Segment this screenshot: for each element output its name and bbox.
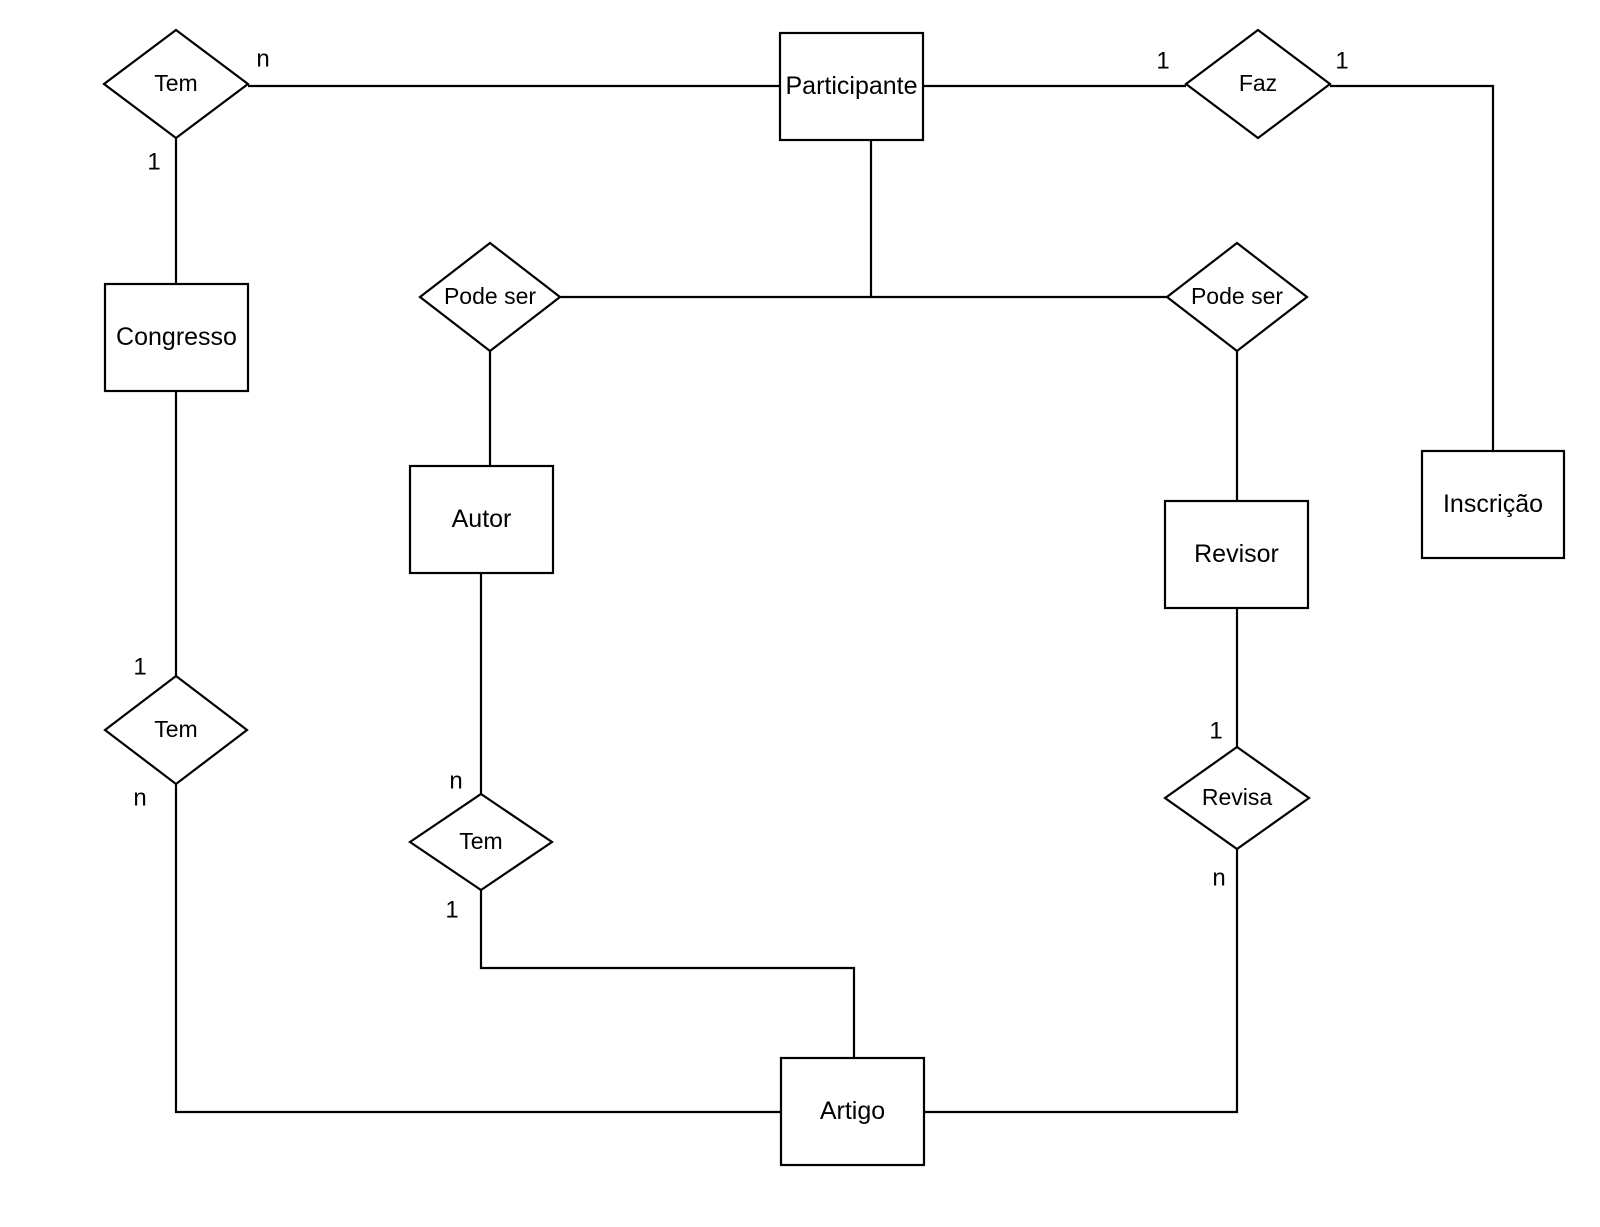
relationship-tem-congresso-participante-label: Tem <box>154 70 197 96</box>
relationship-pode-ser-autor-label: Pode ser <box>444 283 536 309</box>
entity-inscricao[interactable] <box>1420 449 1566 560</box>
relationship-revisa-diamond[interactable] <box>1163 745 1311 851</box>
cardinality-faz-left-1: 1 <box>1156 47 1169 74</box>
entity-inscricao-label: Inscrição <box>1443 490 1543 518</box>
entity-revisor-label: Revisor <box>1194 540 1279 568</box>
cardinality-faz-right-1: 1 <box>1335 47 1348 74</box>
entity-congresso-label: Congresso <box>116 323 237 351</box>
connector-tem-artigo-left <box>174 784 781 1114</box>
relationship-tem-autor-artigo-label: Tem <box>459 828 502 854</box>
entity-layer: Congresso Participante Inscrição Autor R… <box>103 31 1566 1167</box>
relationship-pode-ser-revisor-diamond[interactable] <box>1165 241 1309 353</box>
connector-layer <box>174 84 1495 1114</box>
relationship-tem-congresso-participante-diamond[interactable] <box>102 28 250 140</box>
relationship-tem-autor-artigo-diamond[interactable] <box>408 792 554 892</box>
relationship-tem-congresso-artigo-diamond[interactable] <box>103 674 249 786</box>
cardinality-tem-autor-n: n <box>449 767 462 794</box>
entity-inscricao-box[interactable] <box>1420 449 1566 560</box>
entity-participante-label: Participante <box>785 72 917 100</box>
cardinality-tem-top-n: n <box>256 45 269 72</box>
cardinality-tem-bottom-n: n <box>133 784 146 811</box>
relationship-revisa-label: Revisa <box>1202 784 1273 810</box>
cardinality-revisa-n: n <box>1212 864 1225 891</box>
cardinality-tem-bottom-1: 1 <box>133 653 146 680</box>
entity-artigo[interactable] <box>779 1056 926 1167</box>
entity-artigo-box[interactable] <box>779 1056 926 1167</box>
entity-congresso[interactable] <box>103 282 250 393</box>
entity-autor[interactable] <box>408 464 555 575</box>
cardinality-revisa-1: 1 <box>1209 717 1222 744</box>
relationship-pode-ser-autor-diamond[interactable] <box>418 241 562 353</box>
relationship-faz-label: Faz <box>1239 70 1277 96</box>
entity-revisor[interactable] <box>1163 499 1310 610</box>
entity-autor-box[interactable] <box>408 464 555 575</box>
relationship-tem-congresso-artigo-label: Tem <box>154 716 197 742</box>
relationship-faz-diamond[interactable] <box>1184 28 1332 140</box>
relationship-layer: Tem Faz Pode ser Pode ser Tem Tem Revisa <box>102 28 1332 892</box>
cardinality-tem-autor-1: 1 <box>445 896 458 923</box>
entity-artigo-label: Artigo <box>820 1097 885 1125</box>
cardinality-tem-top-1: 1 <box>147 148 160 175</box>
entity-participante-box[interactable] <box>778 31 925 142</box>
connector-faz-inscricao <box>1330 84 1495 451</box>
entity-participante[interactable] <box>778 31 925 142</box>
entity-congresso-box[interactable] <box>103 282 250 393</box>
connector-tem-artigo-middle <box>479 890 856 1058</box>
entity-revisor-box[interactable] <box>1163 499 1310 610</box>
cardinality-layer: n 1 1 1 1 n n 1 1 n <box>133 45 1348 923</box>
connector-revisa-artigo <box>924 849 1239 1114</box>
relationship-pode-ser-revisor-label: Pode ser <box>1191 283 1283 309</box>
entity-autor-label: Autor <box>452 505 512 533</box>
